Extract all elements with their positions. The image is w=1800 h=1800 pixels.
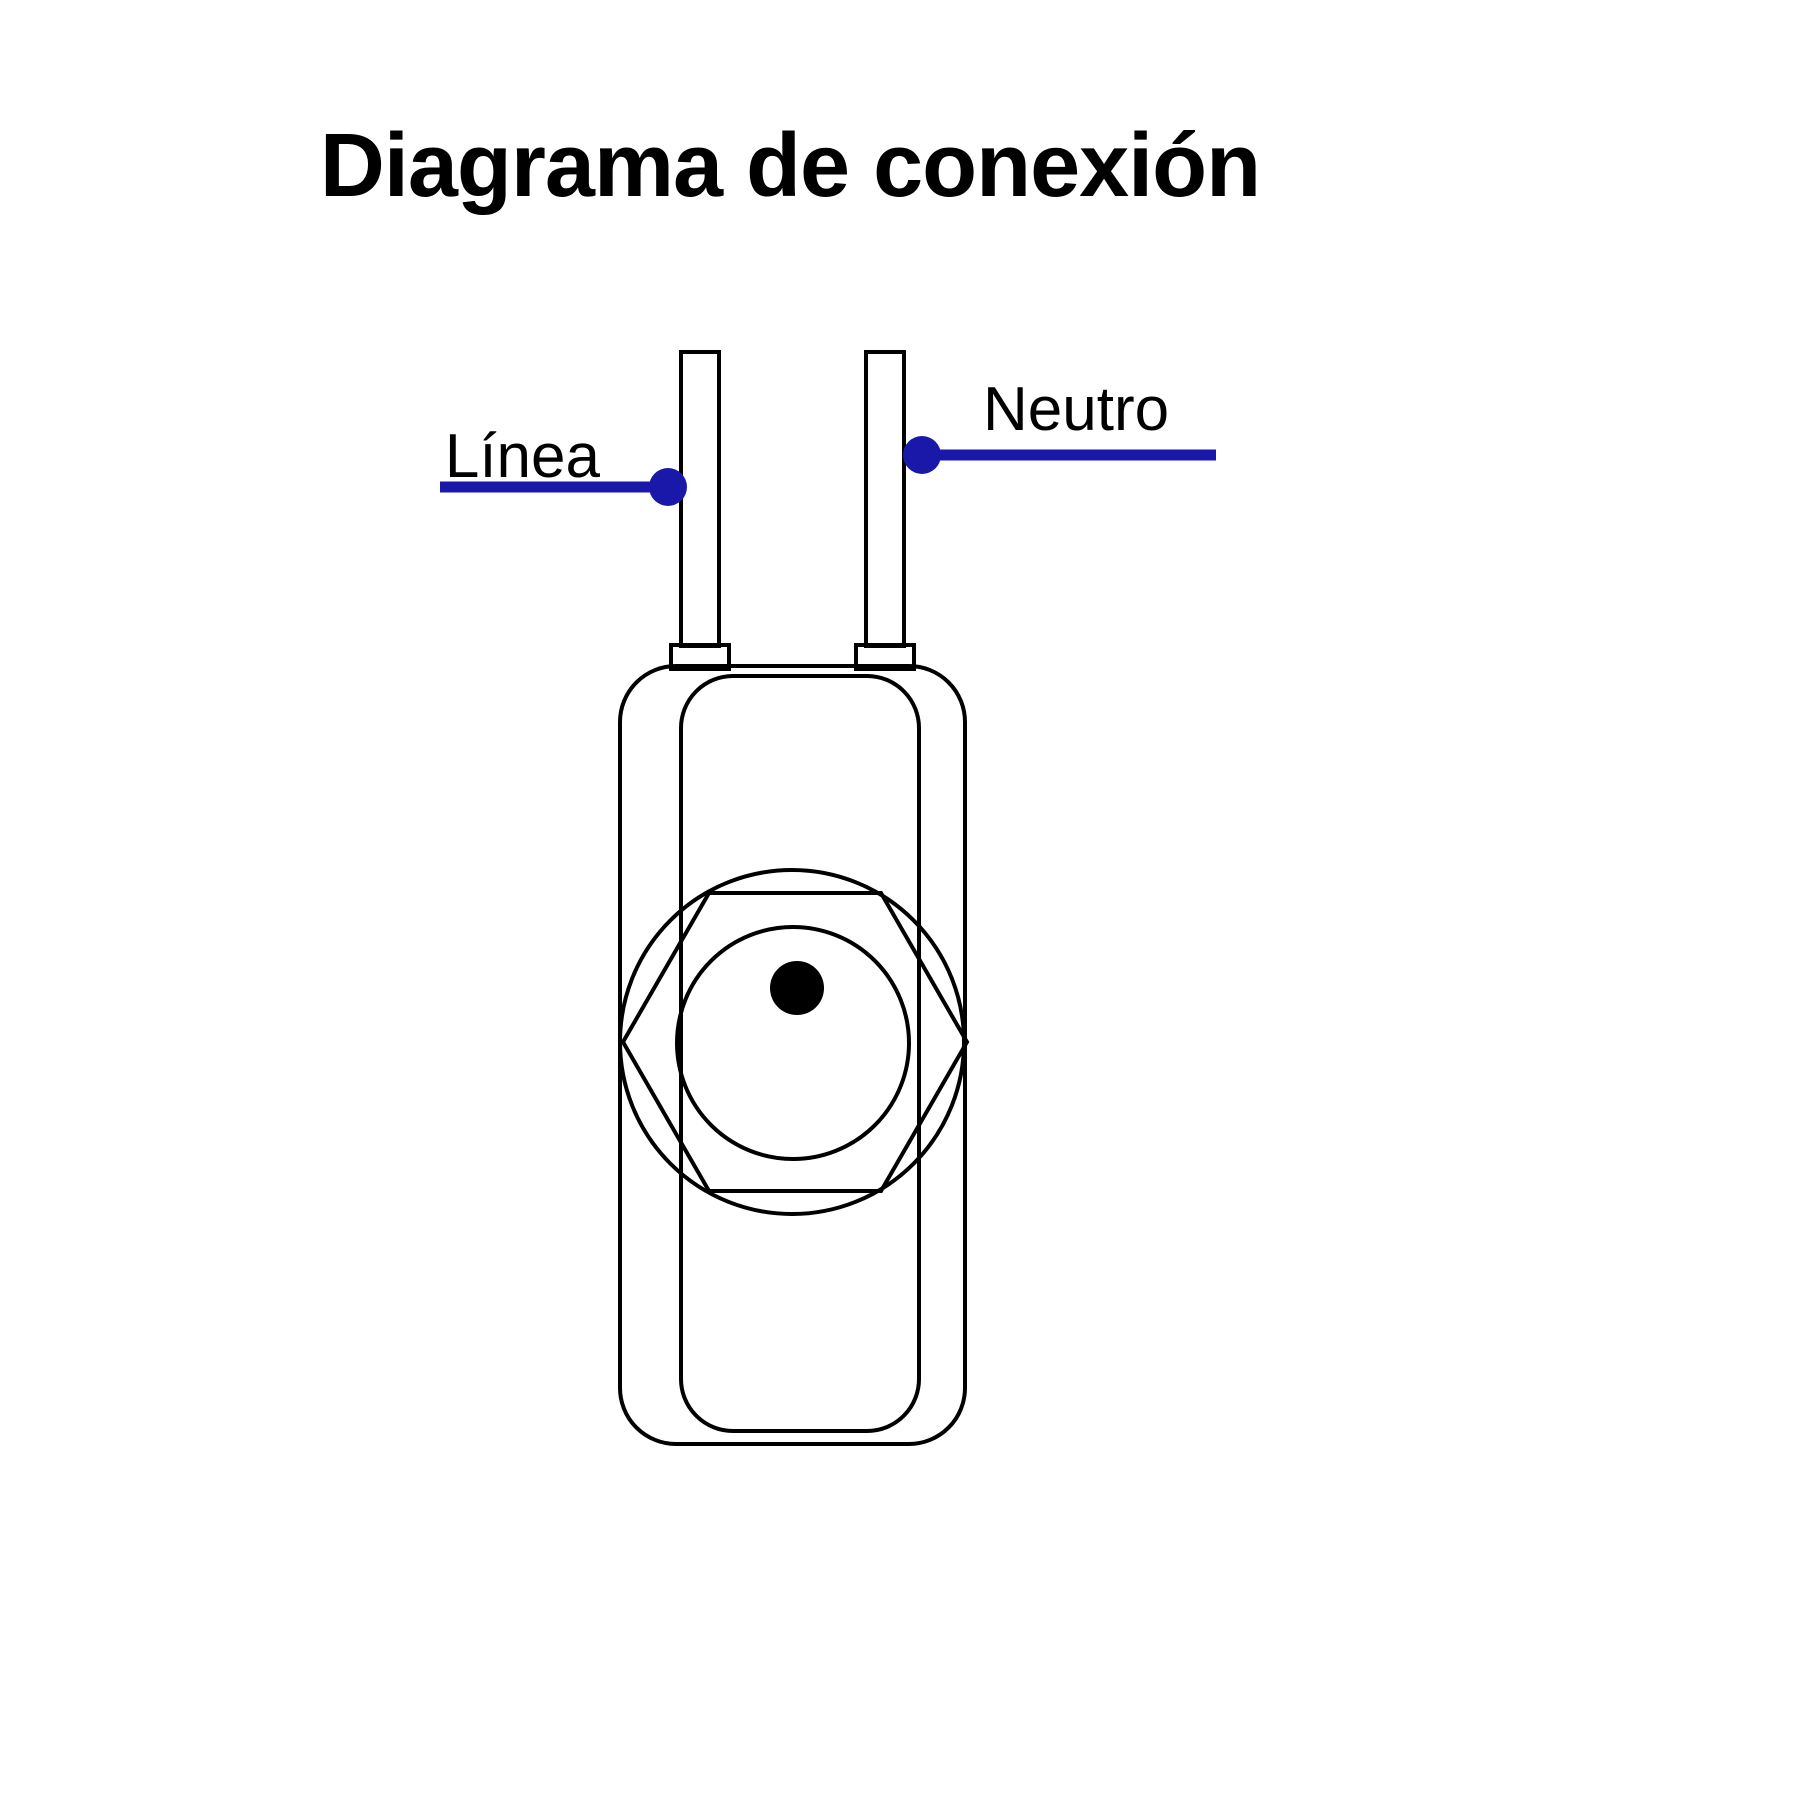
prong-line (679, 350, 721, 648)
prong-collar-neutral (854, 643, 916, 671)
outer-ring (618, 868, 966, 1216)
outer-housing (618, 664, 967, 1446)
leader-group (440, 436, 1216, 506)
hex-nut (620, 891, 970, 1193)
label-neutro: Neutro (983, 375, 1169, 444)
leader-dot-neutro (903, 436, 941, 474)
page-title: Diagrama de conexión (320, 116, 1260, 216)
inner-ring (675, 925, 911, 1161)
device-body-group (618, 664, 967, 1446)
inner-housing-face (679, 674, 921, 1433)
label-linea: Línea (445, 422, 601, 491)
leader-dot-linea (649, 468, 687, 506)
pivot-dot (770, 961, 824, 1015)
prong-group (669, 350, 916, 671)
prong-collar-line (669, 643, 731, 671)
sensor-assembly-group (618, 868, 970, 1216)
prong-neutral (864, 350, 906, 648)
